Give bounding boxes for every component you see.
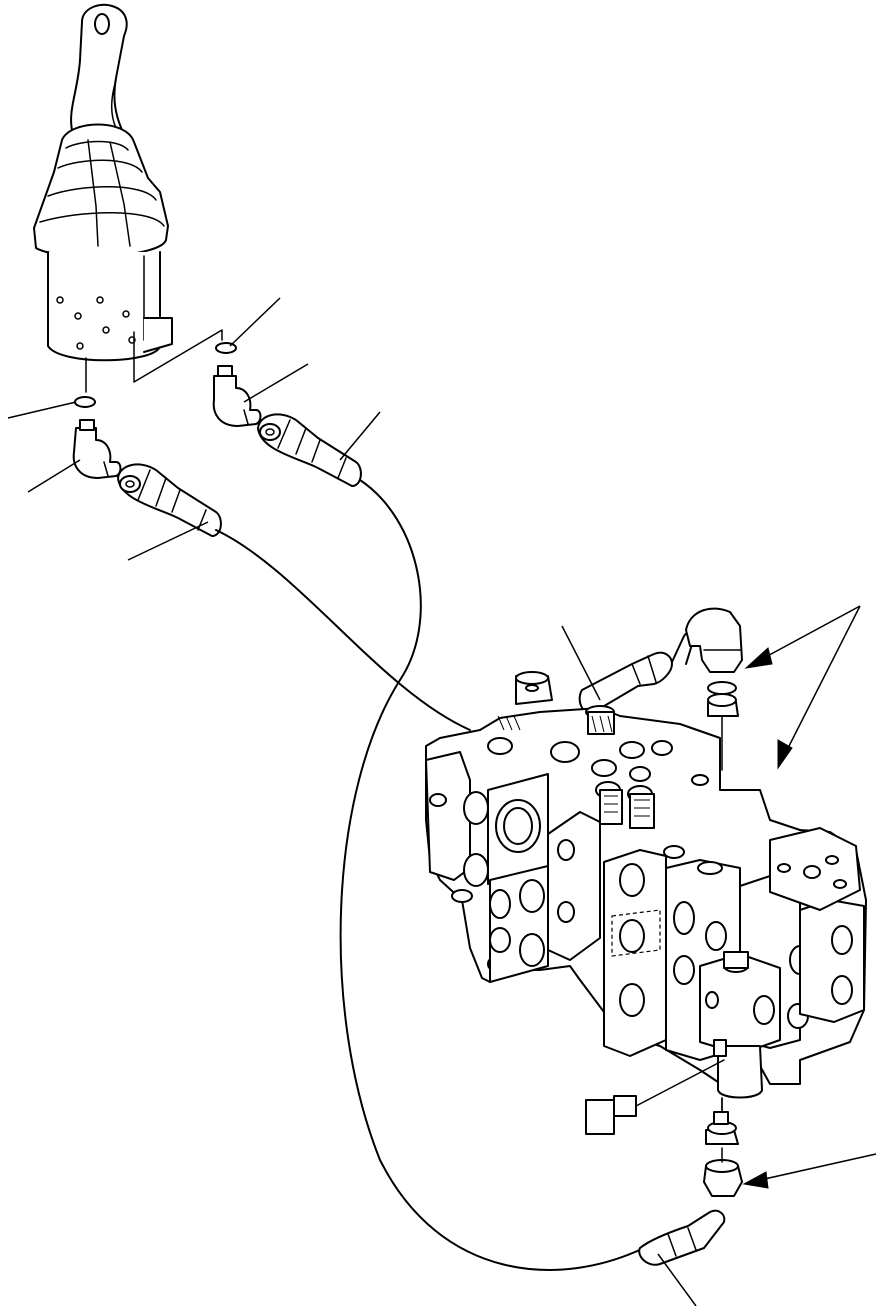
arrowhead <box>777 739 793 770</box>
o-ring <box>74 342 237 408</box>
control-valve-assembly <box>425 671 867 1111</box>
leader-line <box>127 521 209 561</box>
leader-line <box>561 625 601 701</box>
arrow-line <box>759 605 861 661</box>
arrow-line <box>759 1153 877 1181</box>
arrowhead <box>742 1171 769 1189</box>
elbow-fitting <box>685 607 743 771</box>
joystick-valve-body <box>47 251 223 393</box>
leader-line <box>339 411 381 461</box>
arrowhead <box>744 647 773 669</box>
leader-lines <box>7 297 697 1306</box>
electrical-connector <box>585 1059 725 1135</box>
arrows <box>742 605 877 1189</box>
leader-line <box>657 1253 697 1306</box>
joystick-lever <box>33 3 169 258</box>
hose <box>117 413 726 1271</box>
leader-line <box>27 459 81 493</box>
leader-line <box>243 363 309 403</box>
elbow-fitting <box>703 1097 743 1197</box>
arrow-line <box>785 605 861 753</box>
leader-line <box>7 401 77 419</box>
leader-line <box>229 297 281 347</box>
elbow-fitting <box>72 365 262 479</box>
